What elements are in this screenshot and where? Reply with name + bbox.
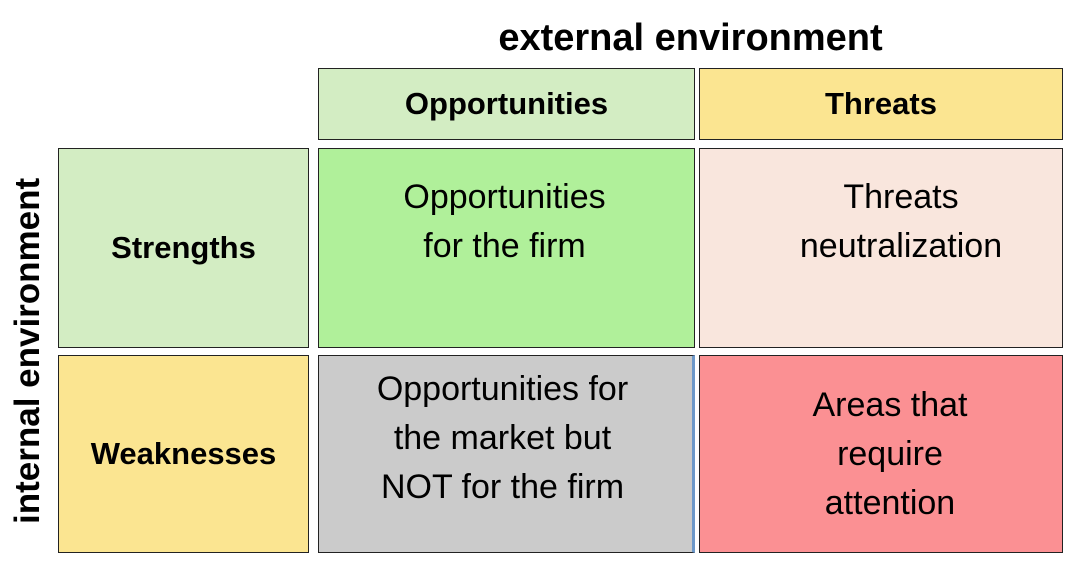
opportunities-header-label: Opportunities xyxy=(404,86,609,121)
quadrant-text-line: NOT for the firm xyxy=(380,467,625,506)
strengths-threats-text: Threats neutralization xyxy=(800,173,1002,271)
opportunities-column-header: Opportunities xyxy=(318,68,695,140)
threats-column-header: Threats xyxy=(699,68,1063,140)
quadrant-text-line: neutralization xyxy=(799,227,1003,265)
strengths-opportunities-text: Opportunities for the firm xyxy=(403,173,605,271)
internal-environment-axis-label: internal environment xyxy=(8,177,47,525)
quadrant-text-line: Areas that xyxy=(812,385,968,424)
strengths-row-header: Strengths xyxy=(58,148,309,348)
strengths-opportunities-quadrant: Opportunities for the firm xyxy=(318,148,695,348)
weaknesses-threats-quadrant: Areas that require attention xyxy=(699,355,1063,553)
weaknesses-opportunities-quadrant: Opportunities for the market but NOT for… xyxy=(318,355,695,553)
threats-header-label: Threats xyxy=(825,86,937,121)
external-environment-axis-label: external environment xyxy=(498,17,883,59)
quadrant-text-line: Threats xyxy=(843,178,959,216)
quadrant-text-line: the market but xyxy=(393,418,612,457)
strengths-header-label: Strengths xyxy=(111,230,256,265)
weaknesses-row-header: Weaknesses xyxy=(58,355,309,553)
quadrant-text-line: require xyxy=(837,434,943,473)
quadrant-text-line: Opportunities for xyxy=(376,369,629,408)
quadrant-text-line: for the firm xyxy=(423,227,586,265)
weaknesses-threats-text: Areas that require attention xyxy=(813,381,968,528)
quadrant-text-line: Opportunities xyxy=(403,178,606,216)
quadrant-text-line: attention xyxy=(824,483,956,522)
weaknesses-header-label: Weaknesses xyxy=(90,436,277,471)
strengths-threats-quadrant: Threats neutralization xyxy=(699,148,1063,348)
weaknesses-opportunities-text: Opportunities for the market but NOT for… xyxy=(377,365,628,512)
